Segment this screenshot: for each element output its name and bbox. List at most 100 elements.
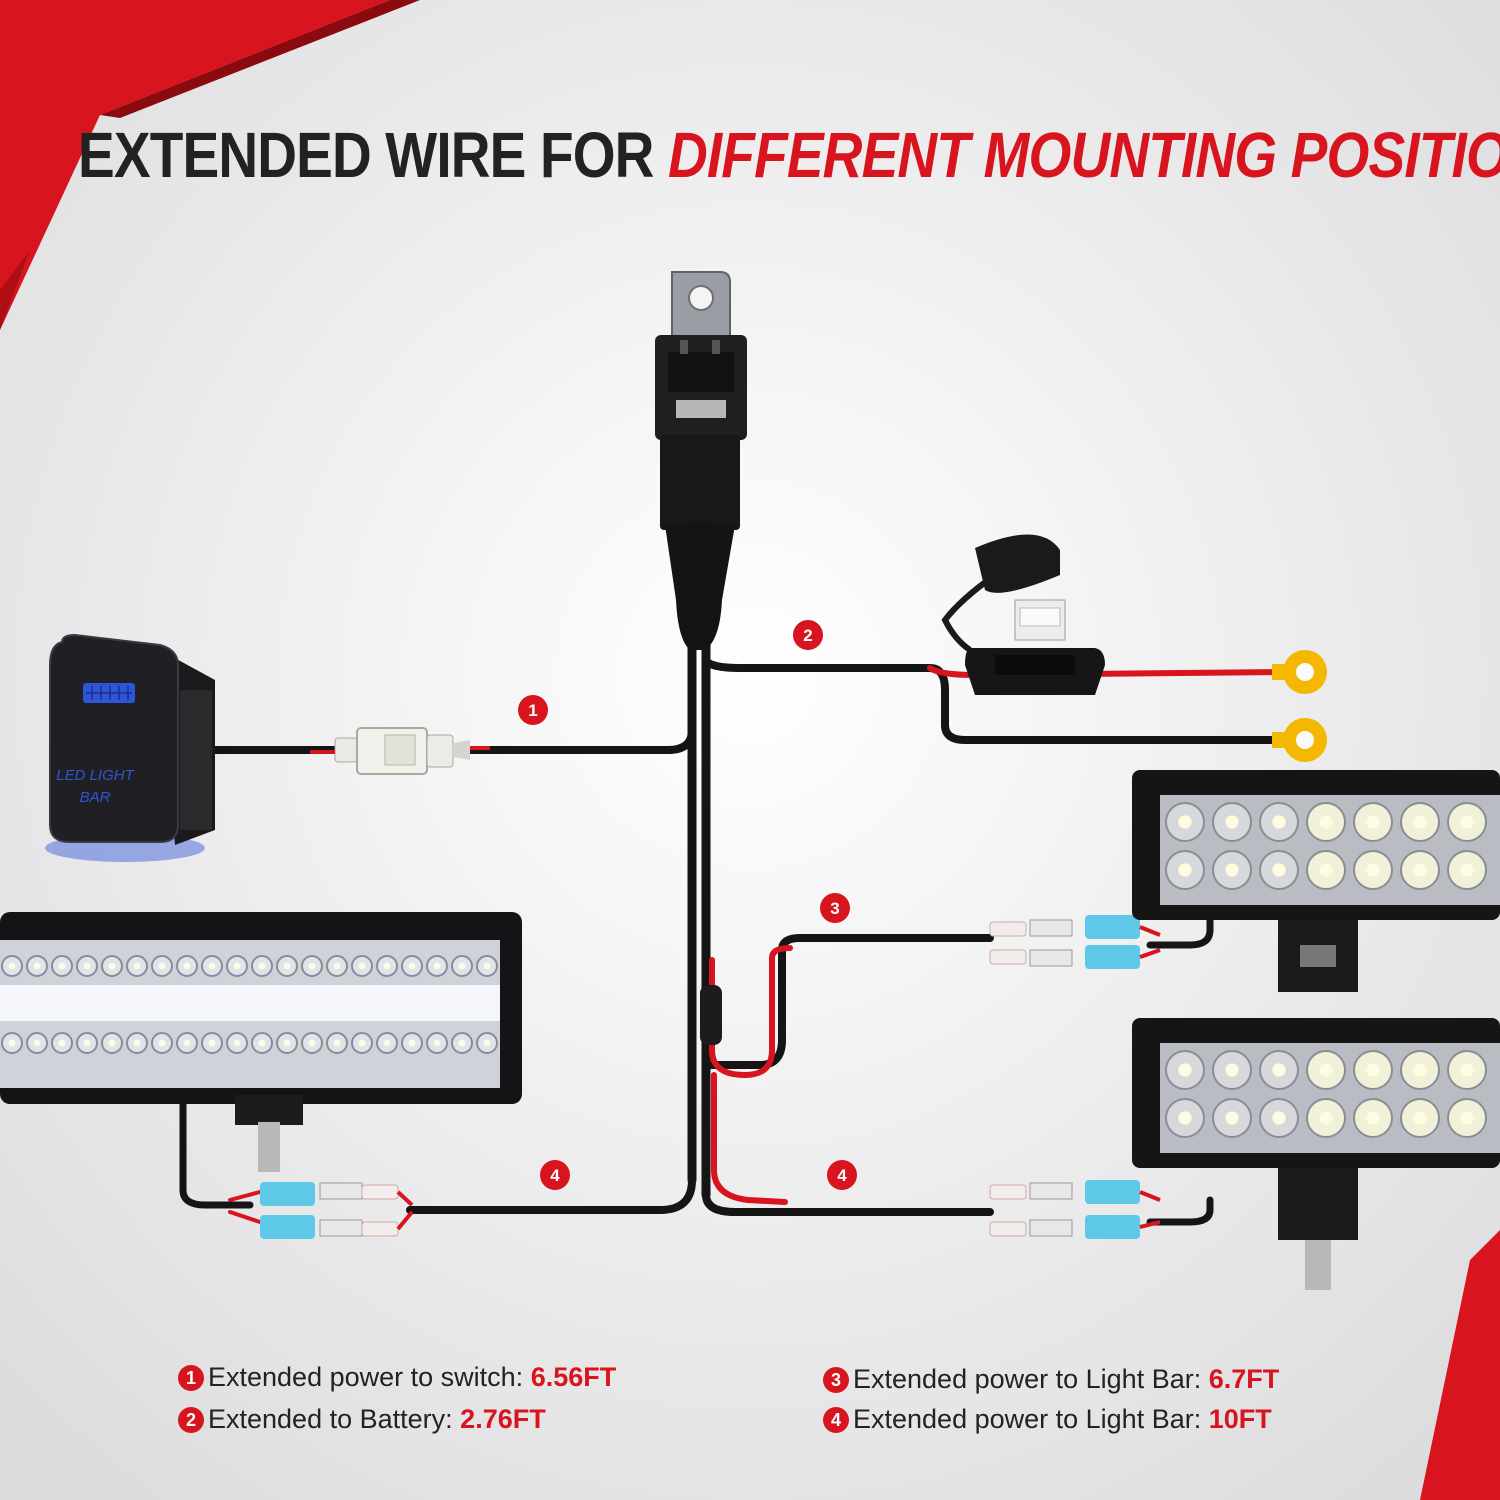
led-core — [308, 1039, 316, 1047]
led-core — [283, 962, 291, 970]
title-part-2: DIFFERENT MOUNTING POSITION — [667, 119, 1500, 191]
led-core — [258, 962, 266, 970]
led-core — [1413, 1111, 1427, 1125]
light-bar-right-bottom — [1132, 1018, 1500, 1290]
legend-item-1-value: 6.56FT — [530, 1362, 617, 1392]
led-core — [1319, 1063, 1333, 1077]
led-core — [383, 1039, 391, 1047]
legend-item-1-label: Extended power to switch: — [208, 1362, 524, 1392]
led-core — [1178, 863, 1192, 877]
relay — [655, 271, 747, 650]
led-core — [258, 1039, 266, 1047]
led-core — [1413, 815, 1427, 829]
switch-connector — [310, 727, 490, 775]
legend-item-3-label: Extended power to Light Bar: — [853, 1364, 1202, 1394]
led-core — [233, 1039, 241, 1047]
led-core — [333, 962, 341, 970]
led-core — [1225, 1111, 1239, 1125]
wire-marker-4-left: 4 — [540, 1160, 570, 1190]
legend-item-2-badge: 2 — [178, 1407, 204, 1433]
lightbar-4-wire-black — [702, 1191, 994, 1216]
led-core — [1178, 1111, 1192, 1125]
led-core — [33, 962, 41, 970]
led-core — [1319, 1111, 1333, 1125]
led-core — [383, 962, 391, 970]
led-core — [108, 962, 116, 970]
legend-item-4-label: Extended power to Light Bar: — [853, 1404, 1202, 1434]
light-bar-left-bracket — [235, 1095, 303, 1125]
led-core — [358, 962, 366, 970]
led-core — [183, 962, 191, 970]
wire-marker-4-right-number: 4 — [837, 1166, 847, 1185]
legend-item-3-value: 6.7FT — [1208, 1364, 1280, 1394]
led-core — [1460, 863, 1474, 877]
legend-item-3-badge: 3 — [823, 1367, 849, 1393]
lightbar-4-wire-red — [711, 1072, 788, 1205]
led-core — [58, 1039, 66, 1047]
led-core — [1460, 815, 1474, 829]
switch-body — [49, 633, 179, 843]
legend-item-4-badge: 4 — [823, 1407, 849, 1433]
led-core — [208, 1039, 216, 1047]
led-core — [433, 1039, 441, 1047]
led-core — [408, 1039, 416, 1047]
led-core — [358, 1039, 366, 1047]
led-core — [83, 1039, 91, 1047]
led-core — [1272, 815, 1286, 829]
led-core — [483, 962, 491, 970]
lightbar-3-wire-red — [709, 945, 793, 1078]
wire-marker-2: 2 — [793, 620, 823, 650]
legend-item-2-label: Extended to Battery: — [208, 1404, 453, 1434]
led-core — [1272, 1111, 1286, 1125]
led-core — [1460, 1063, 1474, 1077]
led-core — [433, 962, 441, 970]
led-core — [8, 962, 16, 970]
wire-marker-1: 1 — [518, 695, 548, 725]
switch-wire — [196, 696, 696, 754]
fuse-holder — [941, 534, 1105, 695]
led-core — [1225, 1063, 1239, 1077]
led-core — [1319, 863, 1333, 877]
led-core — [183, 1039, 191, 1047]
title-part-1: EXTENDED WIRE FOR — [78, 119, 654, 191]
switch-label-line2: BAR — [80, 789, 111, 806]
lightbar-3-wire-black — [702, 934, 994, 1069]
wire-marker-2-number: 2 — [803, 626, 812, 645]
led-core — [1366, 815, 1380, 829]
led-core — [283, 1039, 291, 1047]
led-core — [333, 1039, 341, 1047]
led-core — [1413, 863, 1427, 877]
led-core — [1460, 1111, 1474, 1125]
led-core — [33, 1039, 41, 1047]
light-bar-left — [0, 912, 522, 1172]
wire-marker-3-number: 3 — [830, 899, 839, 918]
corner-red-stripe-top — [0, 0, 390, 330]
led-core — [1272, 1063, 1286, 1077]
led-core — [133, 1039, 141, 1047]
corner-red-stripe-bottom — [1420, 1230, 1500, 1500]
led-core — [1366, 1111, 1380, 1125]
led-core — [158, 1039, 166, 1047]
led-core — [83, 962, 91, 970]
fuse-cap — [975, 534, 1060, 593]
led-core — [1272, 863, 1286, 877]
led-core — [458, 1039, 466, 1047]
led-core — [1319, 815, 1333, 829]
relay-boot — [665, 522, 735, 650]
legend-item-4-value: 10FT — [1208, 1404, 1272, 1434]
led-core — [1225, 863, 1239, 877]
wire-marker-4-left-number: 4 — [550, 1166, 560, 1185]
rocker-switch: LED LIGHT BAR — [45, 633, 215, 862]
led-core — [208, 962, 216, 970]
led-core — [1225, 815, 1239, 829]
lightbar-left-wire — [406, 1176, 696, 1214]
led-core — [1413, 1063, 1427, 1077]
led-core — [408, 962, 416, 970]
wire-marker-3: 3 — [820, 893, 850, 923]
led-core — [58, 962, 66, 970]
wire-marker-4-right: 4 — [827, 1160, 857, 1190]
legend-item-1-badge: 1 — [178, 1365, 204, 1391]
